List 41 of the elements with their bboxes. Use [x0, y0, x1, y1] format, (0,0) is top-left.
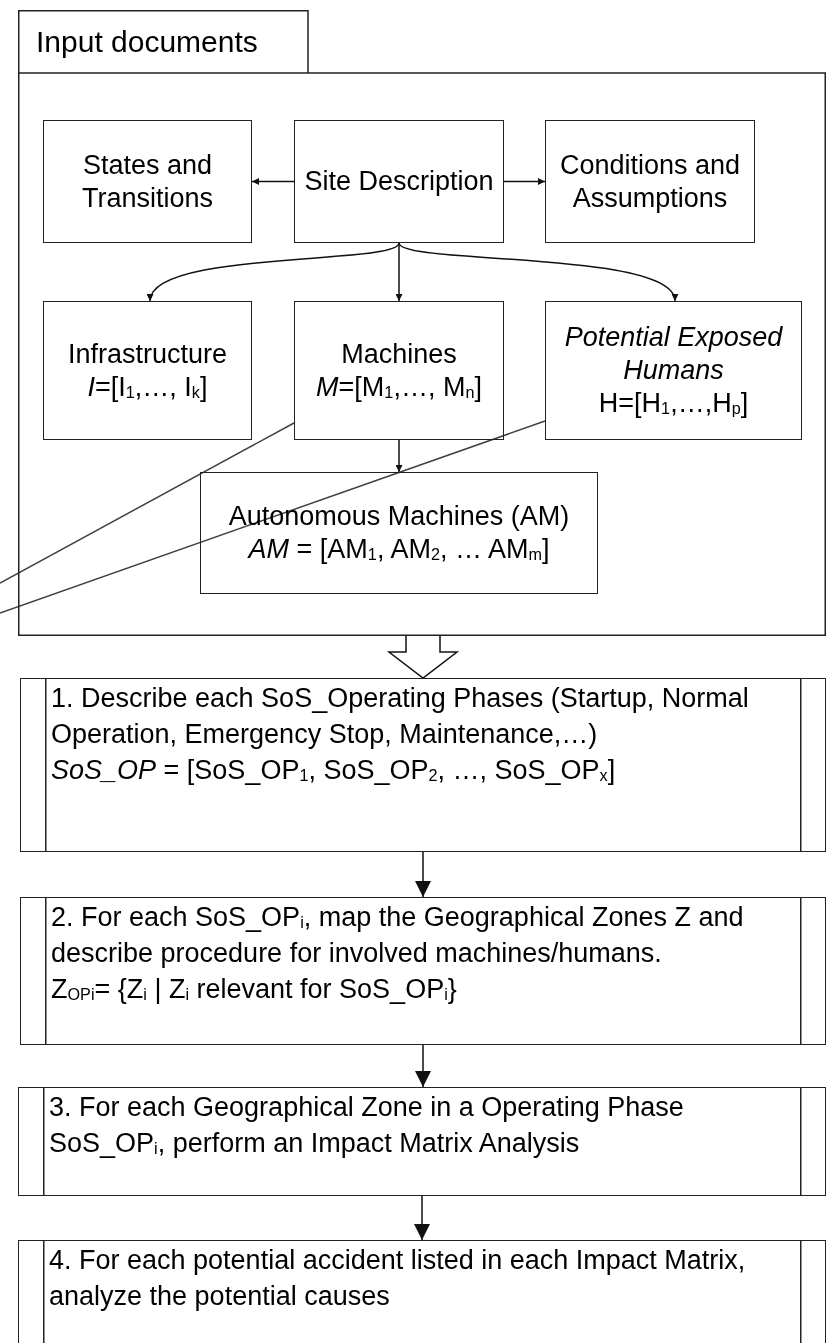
leader-line	[0, 420, 546, 614]
arrow	[395, 439, 403, 473]
formula-text: SoS_OP = [SoS_OP$_{1}$, SoS_OP$_{2}$, …, SoS_OP$_{x}$]	[51, 753, 617, 787]
node-label: 2. For each SoS_OP$_{i}$, map the Geographical Zones Z and describe procedure for involved machines/humans.	[51, 901, 745, 970]
node-label: 3. For each Geographical Zone in a Operating Phase SoS_OP$_{i}$, perform an Impact Matrix Analysis	[49, 1091, 685, 1160]
node-label: Potential Exposed Humans	[563, 321, 784, 387]
arrow	[415, 1044, 431, 1088]
arrow	[395, 242, 403, 302]
node-label: States and Transitions	[80, 148, 214, 215]
formula-text: Z$_{OPi}$= {Z$_{i}$ | Z$_{i}$ relevant for SoS_OP$_{i}$}	[51, 972, 458, 1006]
formula-text: M=[M$_{1}$,…, M$_{n}$]	[316, 370, 482, 404]
node-label: Infrastructure	[67, 337, 228, 371]
process-step-box	[18, 1240, 826, 1343]
process-box	[294, 301, 504, 440]
process-step-box	[18, 1087, 826, 1196]
leader-line	[0, 422, 295, 584]
process-box	[294, 120, 504, 243]
group-heading: Input documents	[35, 23, 259, 60]
process-box	[43, 120, 252, 243]
process-step-box	[20, 678, 826, 852]
node-label: Site Description	[304, 165, 494, 198]
block-arrow	[386, 635, 460, 679]
node-label: Machines	[341, 337, 457, 371]
node-label: 1. Describe each SoS_Operating Phases (Startup, Normal Operation, Emergency Stop, Maintenance,…)	[51, 682, 750, 751]
process-box	[200, 472, 598, 594]
formula-text: I=[I$_{1}$,…, I$_{k}$]	[87, 370, 208, 404]
process-step-box	[20, 897, 826, 1045]
formula-text: AM = [AM$_{1}$, AM$_{2}$, … AM$_{m}$]	[248, 533, 550, 566]
group-container	[18, 10, 826, 636]
node-label: 4. For each potential accident listed in each Impact Matrix, analyze the potential causes	[49, 1244, 747, 1313]
arrow	[251, 178, 295, 185]
formula-text: H=[H$_{1}$,…,H$_{p}$]	[598, 386, 749, 420]
node-label: Conditions and Assumptions	[558, 148, 742, 215]
process-box	[545, 301, 802, 440]
arrow	[414, 1195, 430, 1241]
process-box	[43, 301, 252, 440]
process-box	[545, 120, 755, 243]
curved-arrow	[398, 242, 676, 302]
curved-arrow	[149, 242, 400, 302]
arrow	[415, 851, 431, 898]
arrow	[503, 178, 546, 185]
